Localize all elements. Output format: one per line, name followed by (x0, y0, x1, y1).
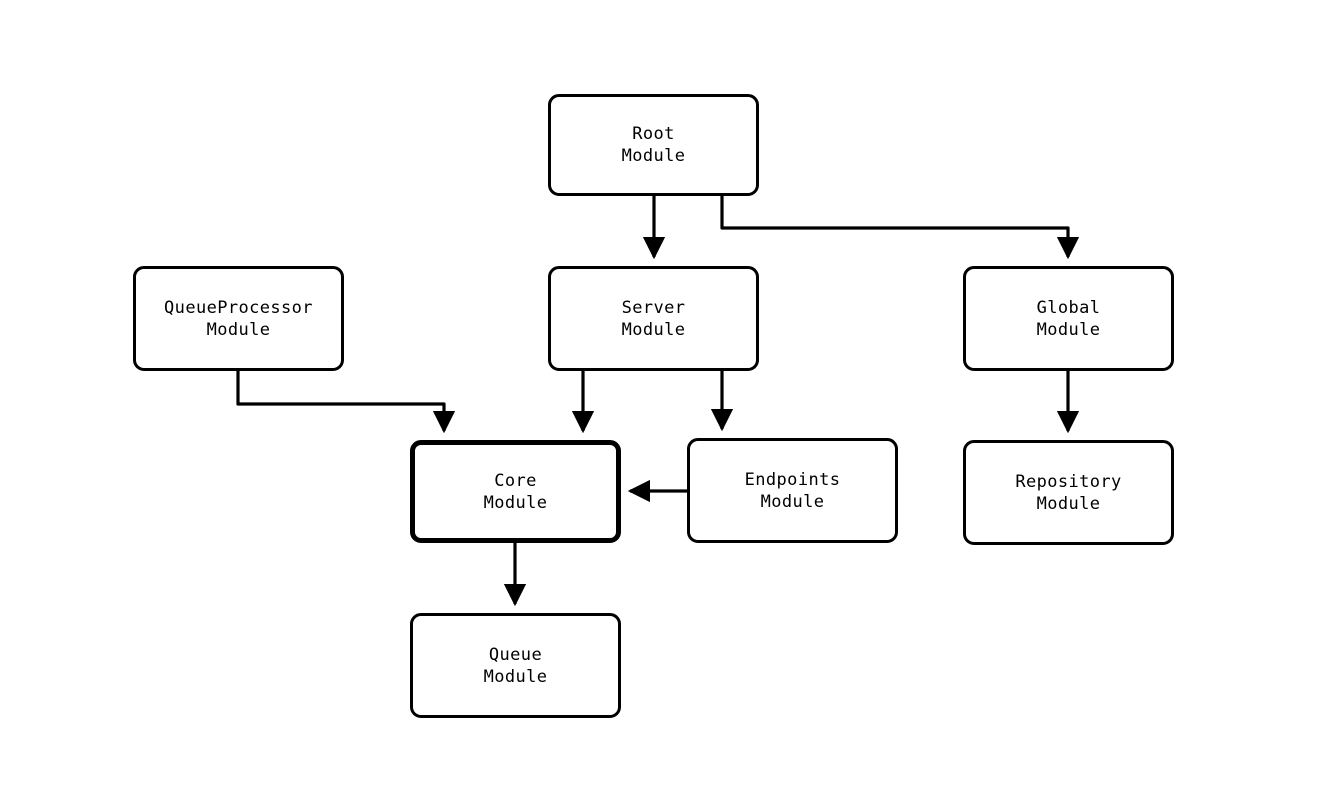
node-subtitle: Module (483, 666, 548, 687)
node-title: QueueProcessor (164, 297, 313, 318)
node-title: Global (1036, 297, 1101, 318)
edge-root-to-global (720, 196, 1080, 260)
node-subtitle: Module (1036, 319, 1101, 340)
node-subtitle: Module (1036, 493, 1101, 514)
node-subtitle: Module (760, 491, 825, 512)
node-title: Repository (1015, 471, 1122, 492)
node-subtitle: Module (483, 492, 548, 513)
edge-queueprocessor-to-core (236, 371, 456, 434)
node-subtitle: Module (621, 319, 686, 340)
node-subtitle: Module (621, 146, 686, 166)
node-title: Endpoints (744, 469, 841, 490)
node-title: Server (621, 297, 686, 318)
node-title: Queue (488, 644, 543, 665)
node-subtitle: Module (206, 319, 271, 340)
node-title: Root (632, 124, 675, 144)
node-title: Core (494, 470, 537, 491)
